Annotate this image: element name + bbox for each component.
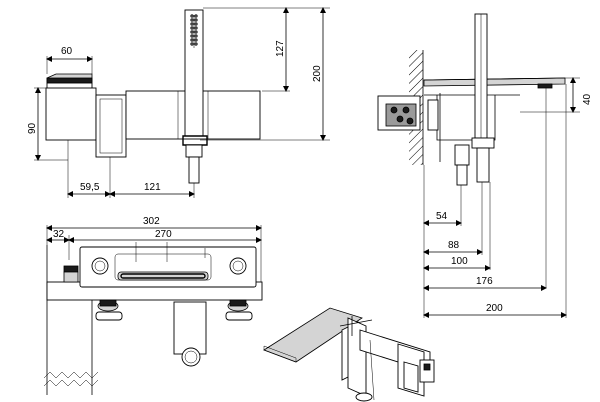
hand-shower [182, 9, 208, 184]
front-dimensions: 60 90 59,5 121 127 200 [27, 6, 330, 198]
dim-front-spacing: 121 [144, 182, 161, 193]
side-view: 40 54 88 100 176 200 [377, 13, 593, 318]
side-spout [423, 77, 566, 162]
dim-front-height: 90 [27, 122, 38, 134]
dim-side-200: 200 [486, 303, 503, 314]
top-view: 302 32 270 [43, 216, 263, 395]
dim-top-wall-offset: 32 [53, 229, 65, 240]
mixer-body [45, 87, 261, 158]
side-hand-shower [454, 13, 495, 186]
dim-top-plate-width: 270 [155, 229, 172, 240]
dim-side-88: 88 [448, 240, 460, 251]
dim-hand-shower-length: 127 [275, 40, 286, 57]
dim-side-176: 176 [476, 276, 493, 287]
dim-side-height: 40 [582, 93, 593, 105]
dim-total-height: 200 [312, 65, 323, 82]
spout-plate [46, 73, 93, 90]
base-plate [46, 242, 263, 301]
valve-knobs [95, 299, 253, 367]
front-view: 60 90 59,5 121 127 200 [27, 6, 330, 198]
side-dimensions: 40 54 88 100 176 200 [423, 77, 593, 318]
perspective-view [263, 307, 435, 402]
dim-side-100: 100 [451, 256, 468, 267]
wall-section [43, 245, 99, 395]
top-dimensions: 302 32 270 [46, 216, 262, 282]
dim-side-54: 54 [436, 211, 448, 222]
dim-top-overall: 302 [143, 216, 160, 227]
side-valve-box [377, 95, 439, 131]
dim-front-width: 60 [61, 46, 73, 57]
dim-front-offset: 59,5 [80, 182, 100, 193]
